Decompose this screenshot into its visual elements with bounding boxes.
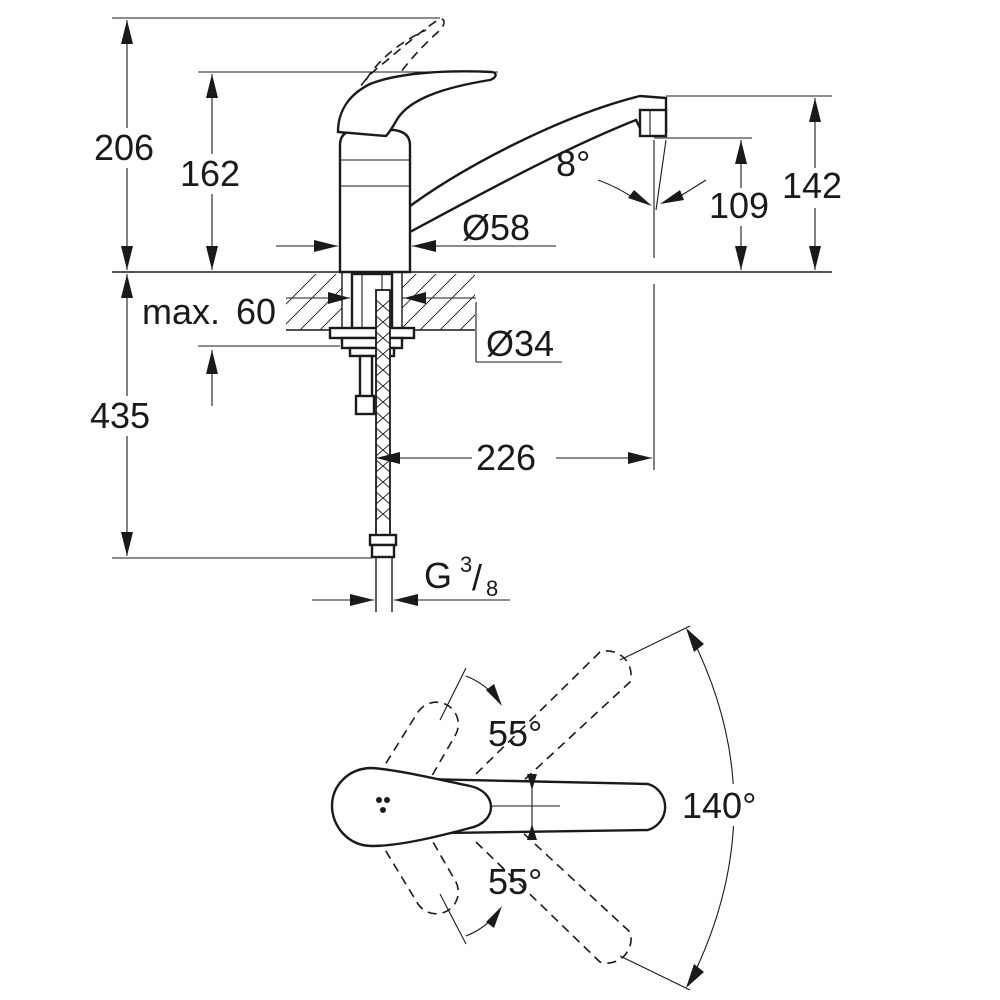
faucet-body bbox=[338, 128, 412, 274]
dimension-max-deck-thickness: max. 60 bbox=[138, 290, 426, 332]
max-deck-value: 60 bbox=[236, 291, 276, 332]
dimension-435-label: 435 bbox=[90, 395, 150, 436]
dimension-109-label: 109 bbox=[709, 185, 769, 226]
swing-lower-label: 55° bbox=[488, 861, 542, 902]
dimension-206-label: 206 bbox=[94, 127, 154, 168]
dimension-connection-thread: G 3 / 8 bbox=[312, 552, 510, 606]
flexible-hose bbox=[368, 289, 398, 612]
dimension-swing-lower: 55° bbox=[439, 861, 542, 945]
connection-denominator: 8 bbox=[486, 576, 498, 601]
max-deck-prefix: max. bbox=[142, 291, 220, 332]
lever-handle bbox=[336, 70, 497, 138]
dimension-body-diameter: Ø58 bbox=[276, 207, 556, 252]
dimension-swing-upper: 55° bbox=[439, 667, 542, 754]
total-swing-label: 140° bbox=[682, 785, 756, 826]
connection-slash: / bbox=[472, 557, 482, 598]
spout bbox=[400, 94, 668, 234]
lever-handle-plan bbox=[330, 766, 667, 848]
dimension-435: 435 bbox=[88, 274, 218, 556]
dimension-162: 162 bbox=[178, 74, 250, 270]
outlet-angle-label: 8° bbox=[556, 143, 590, 184]
dimension-142: 142 bbox=[780, 98, 852, 270]
body-diameter-label: Ø58 bbox=[462, 207, 530, 248]
dimension-162-label: 162 bbox=[180, 153, 240, 194]
dimension-outlet-angle: 8° bbox=[556, 143, 707, 206]
dimension-226: 226 bbox=[376, 437, 652, 478]
plan-view: 55° 55° 140° bbox=[330, 625, 780, 991]
connection-numerator: 3 bbox=[460, 552, 472, 577]
dimension-142-label: 142 bbox=[782, 165, 842, 206]
side-elevation-view: 206 162 142 109 bbox=[88, 17, 852, 612]
dimension-109: 109 bbox=[708, 140, 776, 270]
dimension-shank-diameter: Ø34 bbox=[486, 323, 554, 364]
shank-diameter-label: Ø34 bbox=[486, 323, 554, 364]
lever-position-lower-left bbox=[377, 815, 460, 915]
swing-upper-label: 55° bbox=[488, 713, 542, 754]
dimension-206: 206 bbox=[92, 20, 164, 270]
dimension-226-label: 226 bbox=[476, 437, 536, 478]
connection-thread-label: G bbox=[424, 555, 452, 596]
dimension-total-swing: 140° bbox=[619, 625, 780, 991]
lever-position-lower-right bbox=[475, 831, 632, 964]
mounting-shank bbox=[328, 272, 416, 416]
